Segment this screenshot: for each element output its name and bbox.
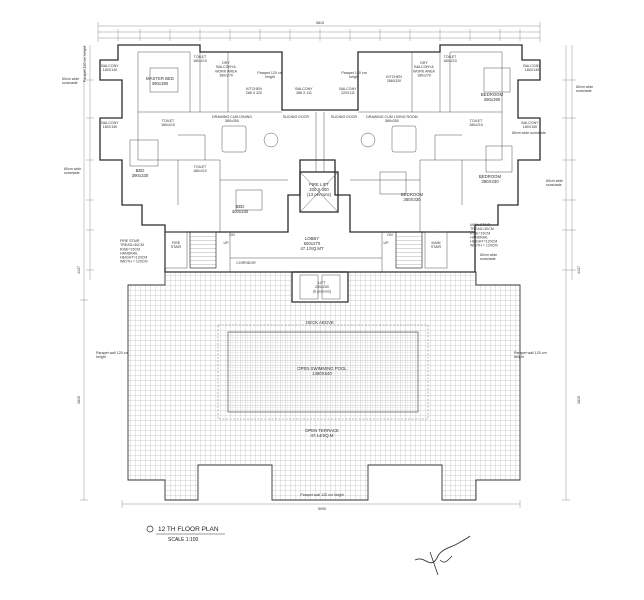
apartment-walls — [99, 44, 541, 233]
dim-left-height: 4437 — [77, 266, 81, 274]
dimension-lines: 5815 4437 1815 4437 1815 5090 — [77, 21, 581, 511]
dim-right-height: 4437 — [577, 266, 581, 274]
stair-dn-right: DN — [387, 233, 393, 237]
sliding-door-left: SLIDING DOOR — [283, 115, 310, 119]
corridor-label: CORRIDOR — [236, 261, 256, 265]
stair-up-left: UP — [224, 241, 230, 245]
deck-above-label: DECK ABOVE — [306, 320, 334, 325]
note-parapet-side: Parapet 120 cm height — [83, 46, 87, 82]
north-marker-icon — [146, 525, 154, 533]
title-block: 12 TH FLOOR PLAN SCALE 1:100 — [146, 525, 225, 543]
plan-title: 12 TH FLOOR PLAN — [158, 526, 219, 533]
core-walls — [164, 231, 476, 303]
note-sunshade-r2: 60cm wide sunshade — [512, 131, 546, 135]
stair-up-right: UP — [384, 241, 390, 245]
signature-mark — [414, 535, 471, 576]
sliding-door-right: SLIDING DOOR — [331, 115, 358, 119]
dim-left-lower: 1815 — [77, 396, 81, 404]
dim-bottom-overall: 5090 — [318, 507, 326, 511]
deck-terrace — [127, 271, 521, 501]
plan-scale: SCALE 1:100 — [168, 537, 199, 543]
dim-top-overall: 5815 — [316, 21, 324, 25]
dim-right-lower: 1815 — [577, 396, 581, 404]
note-parapet-bottom: Parapet wall 120 cm height — [300, 493, 343, 497]
stair-dn-left: DN — [229, 233, 235, 237]
